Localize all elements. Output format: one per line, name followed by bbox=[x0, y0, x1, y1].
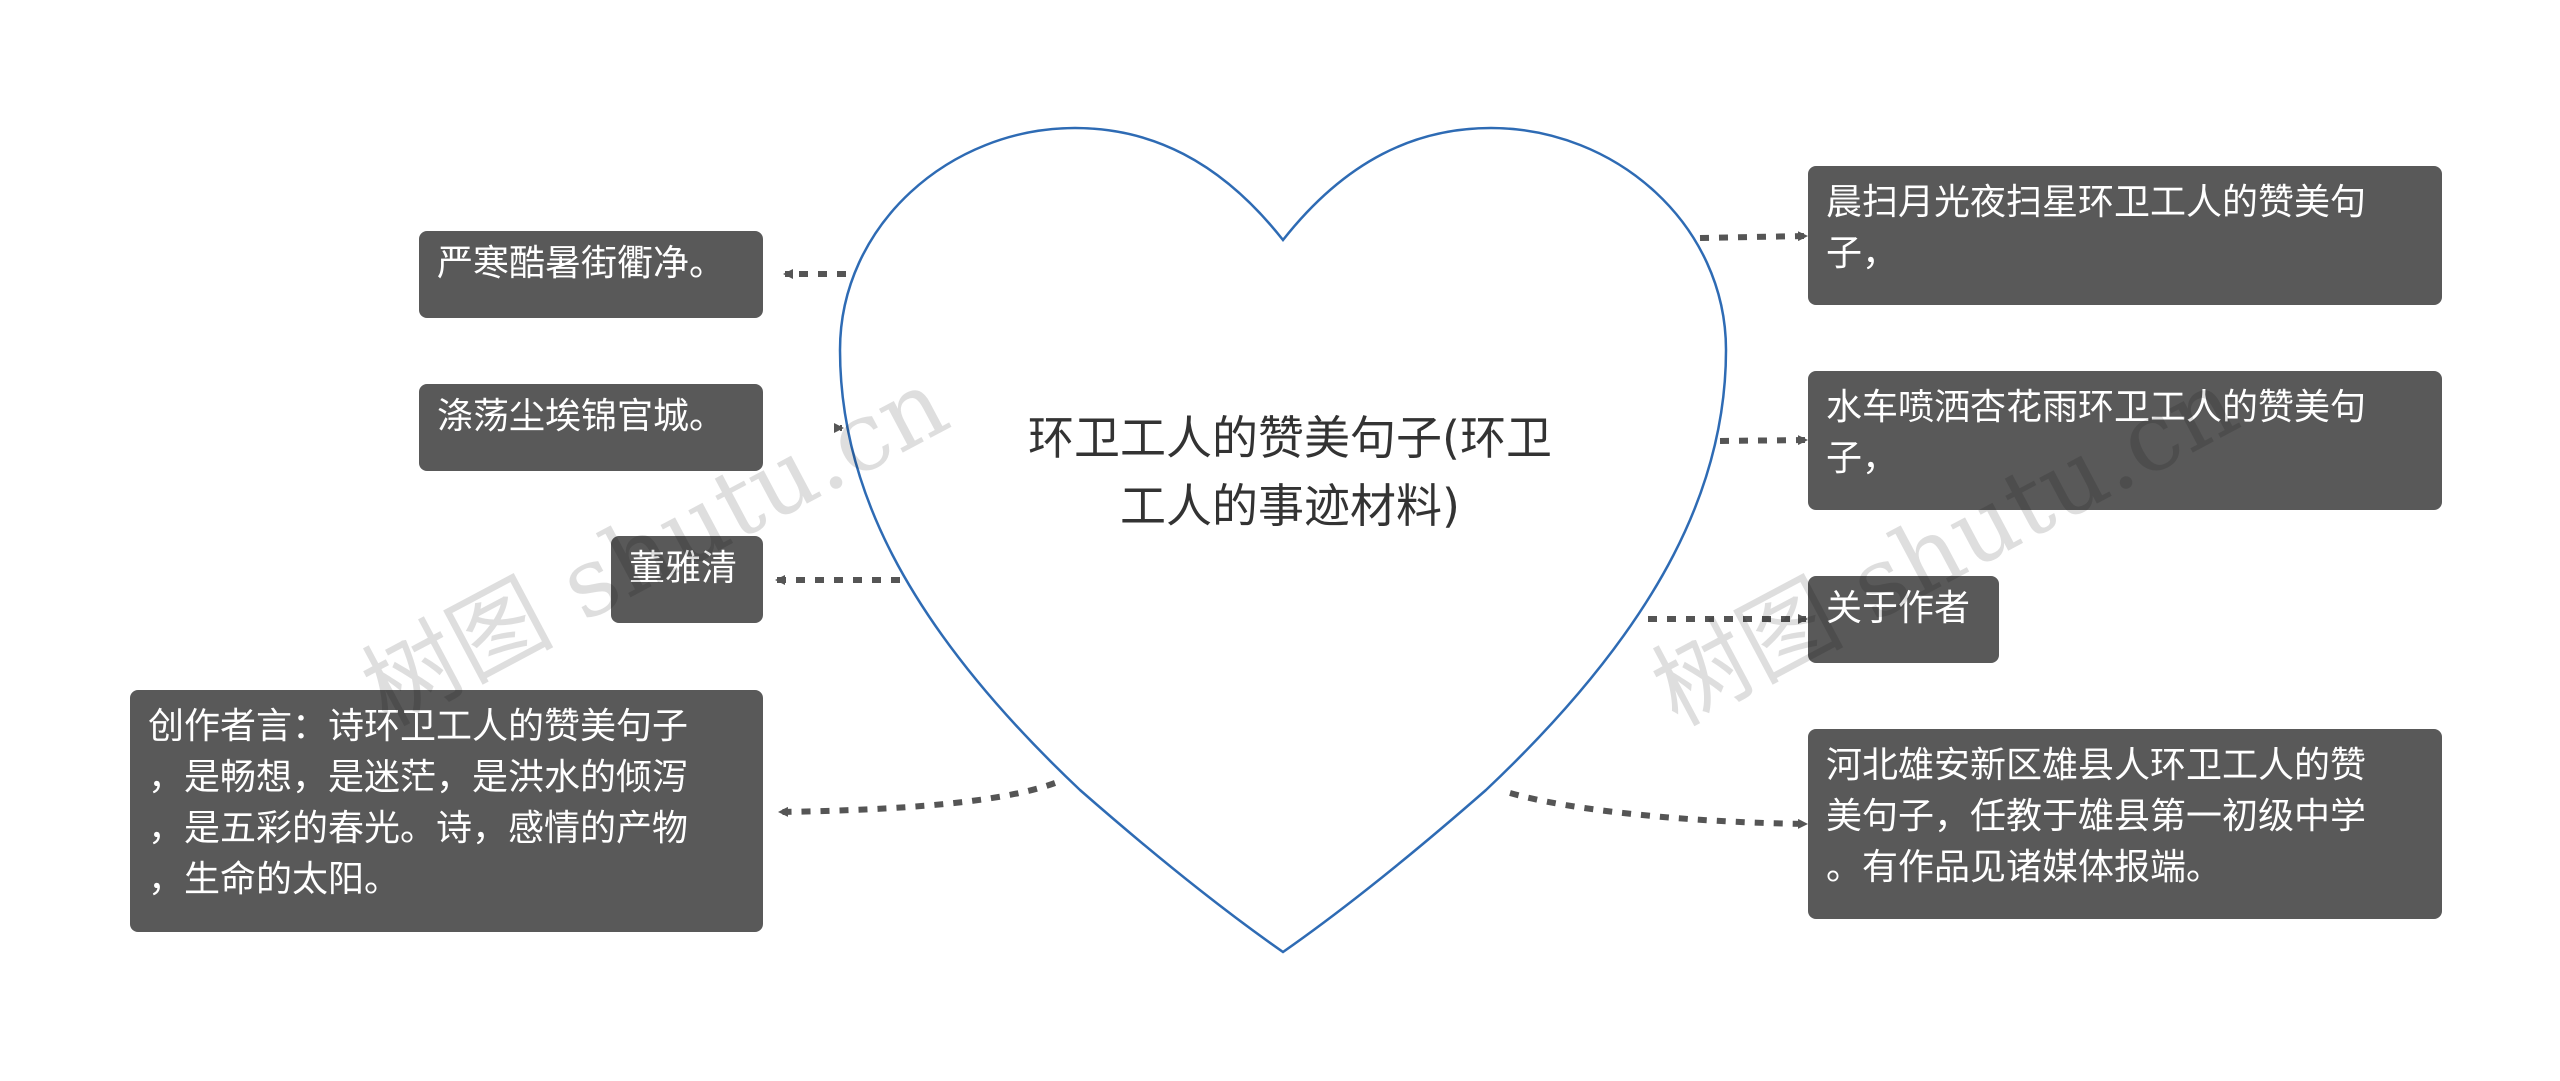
right-node-2[interactable]: 水车喷洒杏花雨环卫工人的赞美句 子， bbox=[1808, 371, 2442, 510]
connector-left-4 bbox=[778, 780, 1057, 817]
connector-right-2 bbox=[1719, 435, 1808, 446]
connector-right-4 bbox=[1509, 790, 1808, 829]
right-node-1[interactable]: 晨扫月光夜扫星环卫工人的赞美句 子， bbox=[1808, 166, 2442, 305]
heart-shape bbox=[838, 126, 1728, 954]
connector-right-1 bbox=[1699, 231, 1808, 242]
right-node-3[interactable]: 关于作者 bbox=[1808, 576, 1999, 663]
left-node-2[interactable]: 涤荡尘埃锦官城。 bbox=[419, 384, 763, 471]
left-node-1[interactable]: 严寒酷暑街衢净。 bbox=[419, 231, 763, 318]
left-node-4[interactable]: 创作者言：诗环卫工人的赞美句子 ，是畅想，是迷茫，是洪水的倾泻 ，是五彩的春光。… bbox=[130, 690, 763, 932]
left-node-3[interactable]: 董雅清 bbox=[611, 536, 763, 623]
right-node-4[interactable]: 河北雄安新区雄县人环卫工人的赞 美句子，任教于雄县第一初级中学 。有作品见诸媒体… bbox=[1808, 729, 2442, 919]
central-topic[interactable]: 环卫工人的赞美句子(环卫 工人的事迹材料) bbox=[1028, 411, 1552, 533]
